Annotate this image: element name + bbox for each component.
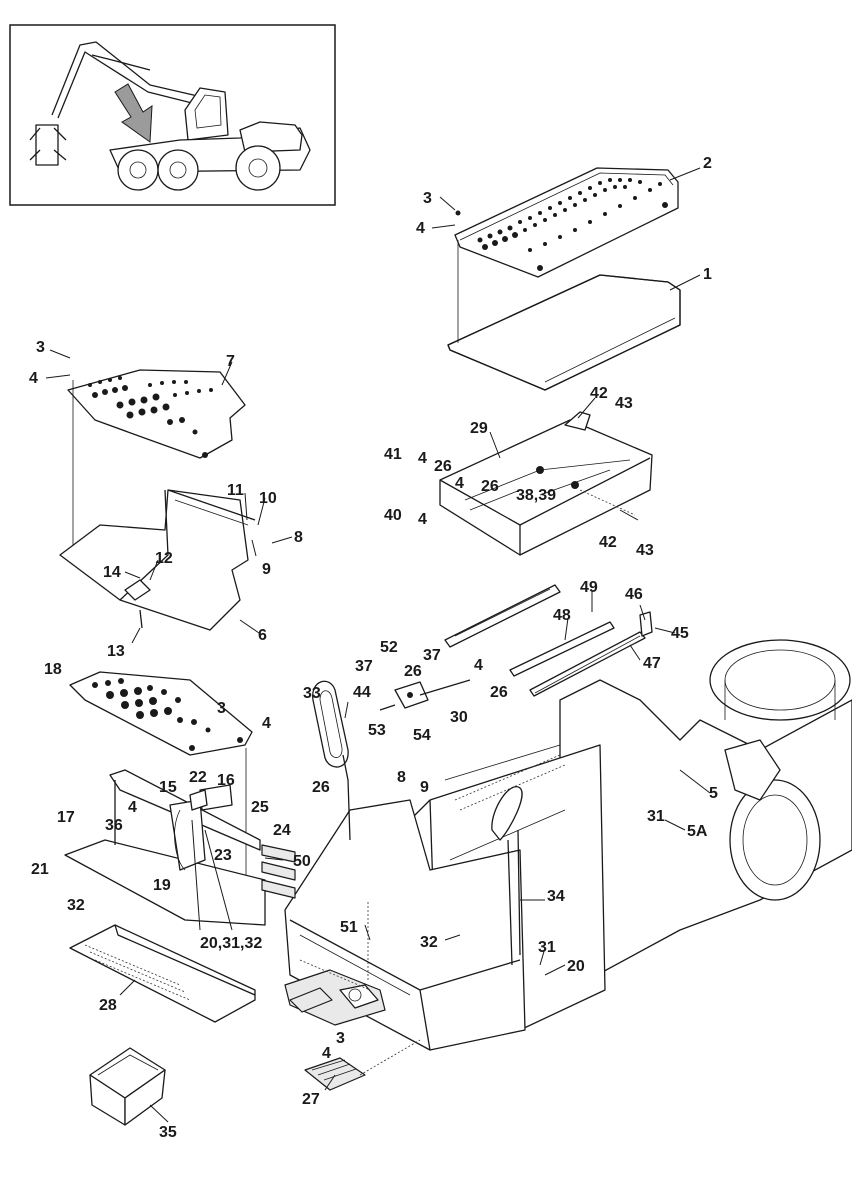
callout-labels: 2 1 3 4 3 4 7 29 42 43 41 4 26 4 26 38,3…	[29, 155, 718, 1141]
callout-label: 44	[353, 684, 371, 701]
handle-part-34	[491, 786, 523, 966]
callout-label: 4	[418, 450, 427, 467]
leader-lines	[45, 167, 711, 1123]
callout-label: 4	[474, 657, 483, 674]
callout-label: 26	[434, 458, 452, 475]
callout-label: 26	[312, 779, 330, 796]
callout-label: 43	[636, 542, 654, 559]
link-parts-30-54	[379, 679, 471, 711]
callout-label: 37	[423, 647, 441, 664]
callout-label: 16	[217, 772, 235, 789]
callout-label: 7	[226, 353, 235, 370]
callout-label: 20,31,32	[200, 935, 262, 952]
callout-label: 22	[189, 769, 207, 786]
callout-label: 5A	[687, 823, 708, 840]
callout-label: 18	[44, 661, 62, 678]
callout-label: 3	[217, 700, 226, 717]
step-part-27	[304, 1039, 421, 1091]
callout-label: 42	[590, 385, 608, 402]
callout-label: 14	[103, 564, 121, 581]
main-chassis	[284, 639, 852, 1051]
callout-label: 4	[455, 475, 464, 492]
callout-label: 33	[303, 685, 321, 702]
callout-label: 12	[155, 550, 173, 567]
callout-label: 32	[67, 897, 85, 914]
callout-label: 9	[262, 561, 271, 578]
callout-label: 24	[273, 822, 291, 839]
harvester-illustration	[29, 41, 311, 191]
cover-part-7	[67, 369, 246, 555]
callout-label: 54	[413, 727, 431, 744]
callout-label: 31	[538, 939, 556, 956]
callout-label: 51	[340, 919, 358, 936]
callout-label: 49	[580, 579, 598, 596]
callout-label: 20	[567, 958, 585, 975]
callout-label: 26	[490, 684, 508, 701]
callout-label: 38,39	[516, 487, 556, 504]
callout-label: 4	[322, 1045, 331, 1062]
callout-label: 3	[423, 190, 432, 207]
callout-label: 26	[404, 663, 422, 680]
callout-label: 25	[251, 799, 269, 816]
callout-label: 3	[36, 339, 45, 356]
rails-parts-45-49	[444, 584, 653, 697]
machine-overview-inset	[9, 24, 336, 206]
callout-label: 48	[553, 607, 571, 624]
callout-label: 27	[302, 1091, 320, 1108]
callout-label: 4	[416, 220, 425, 237]
callout-label: 19	[153, 877, 171, 894]
callout-label: 4	[128, 799, 137, 816]
callout-label: 6	[258, 627, 267, 644]
callout-label: 4	[262, 715, 271, 732]
callout-label: 17	[57, 809, 75, 826]
tool-box-part-29	[439, 411, 653, 556]
callout-label: 41	[384, 446, 402, 463]
bracket-part-6	[59, 489, 256, 631]
location-arrow-icon	[114, 83, 153, 143]
step-part-28	[69, 924, 256, 1023]
handle-part-33	[312, 680, 351, 841]
callout-label: 43	[615, 395, 633, 412]
callout-label: 5	[709, 785, 718, 802]
callout-label: 1	[703, 266, 712, 283]
callout-label: 2	[703, 155, 712, 172]
callout-label: 9	[420, 779, 429, 796]
callout-label: 31	[647, 808, 665, 825]
callout-label: 45	[671, 625, 689, 642]
callout-label: 35	[159, 1124, 177, 1141]
callout-label: 47	[643, 655, 661, 672]
callout-label: 8	[294, 529, 303, 546]
callout-label: 34	[547, 888, 565, 905]
callout-label: 40	[384, 507, 402, 524]
callout-label: 4	[418, 511, 427, 528]
callout-label: 4	[29, 370, 38, 387]
callout-label: 37	[355, 658, 373, 675]
callout-label: 23	[214, 847, 232, 864]
callout-label: 42	[599, 534, 617, 551]
cover-part-18	[69, 671, 253, 920]
callout-label: 28	[99, 997, 117, 1014]
bin-part-35	[89, 1047, 166, 1126]
callout-label: 8	[397, 769, 406, 786]
callout-label: 52	[380, 639, 398, 656]
callout-label: 21	[31, 861, 49, 878]
perforation-pattern	[477, 178, 668, 271]
top-cover-parts-1-2	[447, 167, 681, 391]
callout-label: 26	[481, 478, 499, 495]
callout-label: 30	[450, 709, 468, 726]
callout-label: 3	[336, 1030, 345, 1047]
callout-label: 36	[105, 817, 123, 834]
callout-label: 29	[470, 420, 488, 437]
callout-label: 46	[625, 586, 643, 603]
plate-part-17	[64, 769, 296, 926]
callout-label: 13	[107, 643, 125, 660]
callout-label: 32	[420, 934, 438, 951]
callout-label: 10	[259, 490, 277, 507]
callout-label: 50	[293, 853, 311, 870]
callout-label: 53	[368, 722, 386, 739]
callout-label: 11	[227, 482, 244, 499]
callout-label: 15	[159, 779, 177, 796]
